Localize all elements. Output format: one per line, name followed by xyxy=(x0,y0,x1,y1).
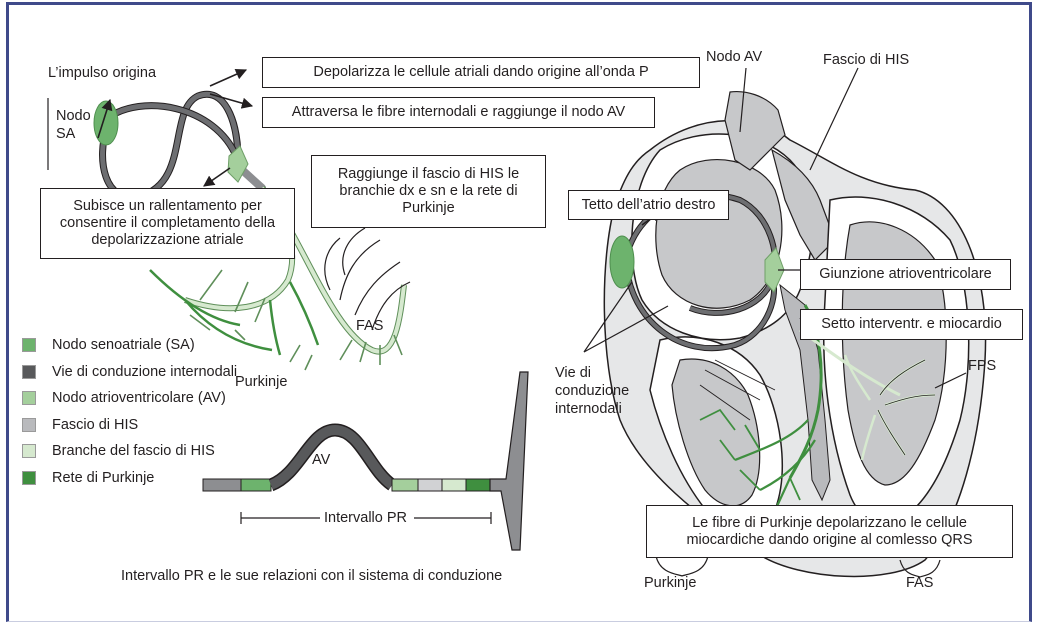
septum-box: Setto interventr. e miocardio xyxy=(800,309,1023,340)
legend-label: Fascio di HIS xyxy=(52,417,138,433)
slowdown-box: Subisce un rallentamento per consentire … xyxy=(40,188,295,259)
his-bundle-label: Fascio di HIS xyxy=(823,52,909,69)
fas-label-left: FAS xyxy=(356,318,383,335)
fps-label: FPS xyxy=(968,358,996,375)
impulse-label: L’impulso origina xyxy=(48,65,156,82)
p-wave-box: Depolarizza le cellule atriali dando ori… xyxy=(262,57,700,88)
legend-swatch xyxy=(22,338,36,352)
legend-item: Nodo senoatriale (SA) xyxy=(22,332,237,359)
legend-label: Branche del fascio di HIS xyxy=(52,443,215,459)
legend-swatch xyxy=(22,391,36,405)
ecg-caption: Intervallo PR e le sue relazioni con il … xyxy=(121,568,502,585)
ecg-av-label: AV xyxy=(312,452,330,469)
atrium-roof-box: Tetto dell’atrio destro xyxy=(568,190,729,220)
purkinje-label-right: Purkinje xyxy=(644,575,696,592)
legend-item: Branche del fascio di HIS xyxy=(22,438,237,465)
legend-item: Rete di Purkinje xyxy=(22,465,237,492)
purkinje-label-left: Purkinje xyxy=(235,374,287,391)
legend-item: Fascio di HIS xyxy=(22,412,237,439)
internodal-label: Vie di conduzione internodali xyxy=(555,364,645,418)
av-node-box: Attraversa le fibre internodali e raggiu… xyxy=(262,97,655,128)
legend-label: Vie di conduzione internodali xyxy=(52,364,237,380)
legend: Nodo senoatriale (SA) Vie di conduzione … xyxy=(22,332,237,491)
pr-interval-label: Intervallo PR xyxy=(324,510,407,527)
legend-item: Nodo atrioventricolare (AV) xyxy=(22,385,237,412)
av-node-label-right: Nodo AV xyxy=(706,49,762,66)
legend-swatch xyxy=(22,471,36,485)
legend-item: Vie di conduzione internodali xyxy=(22,359,237,386)
his-box: Raggiunge il fascio di HIS le branchie d… xyxy=(311,155,546,228)
legend-label: Nodo atrioventricolare (AV) xyxy=(52,390,226,406)
legend-swatch xyxy=(22,365,36,379)
av-junction-box: Giunzione atrioventricolare xyxy=(800,259,1011,290)
legend-swatch xyxy=(22,444,36,458)
fas-label-right: FAS xyxy=(906,575,933,592)
purkinje-box: Le fibre di Purkinje depolarizzano le ce… xyxy=(646,505,1013,558)
legend-label: Rete di Purkinje xyxy=(52,470,154,486)
sa-node-label: Nodo SA xyxy=(56,107,96,143)
legend-label: Nodo senoatriale (SA) xyxy=(52,337,195,353)
legend-swatch xyxy=(22,418,36,432)
